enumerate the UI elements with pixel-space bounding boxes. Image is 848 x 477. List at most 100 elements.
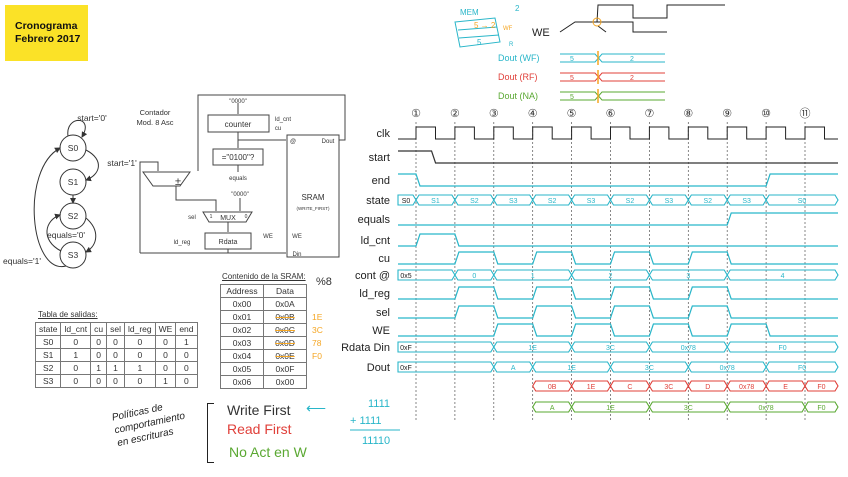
bus-value: S3 [742,198,751,205]
sram-mode: (WRITE_FIRST) [297,206,330,211]
fsm-edge-label: equals='0' [47,230,85,240]
register-block: Rdata [219,239,238,246]
bus-value: F0 [779,345,787,352]
port-din: Din [292,252,301,258]
we-input: WE [263,234,273,240]
bus-value: 0x78 [720,365,735,372]
sel-label: sel [188,215,196,221]
inset-value: 5 [570,75,574,82]
bus-value: F0 [817,384,825,391]
bus-value: 1E [587,384,596,391]
compare-block: ="0100"? [222,153,255,162]
table-cell: S2 [34,361,62,375]
bus-value: S3 [665,198,674,205]
cell-value: 0x05 [232,364,252,374]
table-cell: 0 [106,335,125,349]
signal-waveform [398,305,838,319]
column-header: cu [90,322,108,336]
outputs-table-label: Tabla de salidas: [38,310,98,319]
handwritten-new-value: 3C [312,325,323,335]
handwritten-new-value: 1E [312,312,323,322]
table-cell: 1 [90,361,108,375]
table-cell: 1 [154,374,177,388]
table-cell: 0 [60,361,92,375]
fsm-state-s3: S3 [68,250,79,260]
adder-block: ± [175,176,181,188]
bus-value: S2 [703,198,712,205]
table-cell: 0 [90,374,108,388]
signal-label: sel [376,307,390,319]
bus-value: C [627,384,632,391]
signal-waveform [398,233,838,247]
bus-value: S3 [509,198,518,205]
mux-input-1: 1 [210,214,213,220]
signal-waveform [398,150,838,164]
inset-value: 2 [630,56,634,63]
policies-bracket [207,403,214,463]
ld-reg-label: ld_reg [174,240,191,246]
address-cell: 0x01 [220,310,264,324]
bus-value: 0x78 [681,345,696,352]
signal-waveform [398,323,838,337]
bus-value: 3C [684,405,693,412]
fsm-edge-label: start='1' [107,158,137,168]
handwritten-new-value: 78 [312,338,322,348]
bus-value: F0 [817,405,825,412]
title-line2: Febrero 2017 [15,33,81,45]
bus-value: 1E [606,405,615,412]
cycle-number: ⑤ [567,108,577,120]
sram-table-label: Contenido de la SRAM: [222,272,306,281]
signal-label: end [372,175,390,187]
bus-value: 0x5 [400,273,411,280]
wf-mark: WF [503,26,513,32]
address-cell: 0x05 [220,362,264,376]
policy-read-first: Read First [227,421,292,437]
bus-segment [804,401,839,413]
cell-value: 0x01 [232,312,252,322]
bus-segment [804,380,839,392]
table-cell: 0 [123,335,156,349]
table-cell: 1 [60,348,92,362]
cycle-number: ④ [528,108,538,120]
mem-address: 2 [515,4,520,13]
signal-label: cu [378,253,390,265]
column-header: state [34,322,62,336]
signal-label: ld_reg [359,288,390,300]
inset-bus [560,72,665,82]
address-cell: 0x00 [220,297,264,311]
bus-value: 3 [686,273,690,280]
inset-bus [560,53,665,63]
table-cell: 1 [106,361,125,375]
cycle-number: ① [411,108,421,120]
bus-value: 3C [645,365,654,372]
column-header: sel [106,322,125,336]
percent-note: %8 [316,276,332,288]
bus-segment [726,341,839,353]
cycle-number: ⑪ [800,107,811,120]
table-cell: 0 [90,335,108,349]
signal-waveform [398,173,838,187]
bus-segment [765,361,839,373]
handwritten-new-value: F0 [312,351,322,361]
signal-label: Dout [367,362,390,374]
mux-block: MUX [220,215,236,222]
table-cell: 0 [175,348,198,362]
port-addr: @ [290,139,296,145]
fsm-state-s0: S0 [68,143,79,153]
fsm-edge-label: equals='1' [3,256,41,266]
bus-value: S2 [470,198,479,205]
fsm-state-s2: S2 [68,211,79,221]
inset-row-label: Dout (NA) [498,91,538,101]
cycle-number: ⑨ [722,108,732,120]
column-header: end [175,322,198,336]
mem-cell: 5 → 2 [474,21,496,30]
bus-value: 0x78 [759,405,774,412]
signal-label: start [369,152,390,164]
